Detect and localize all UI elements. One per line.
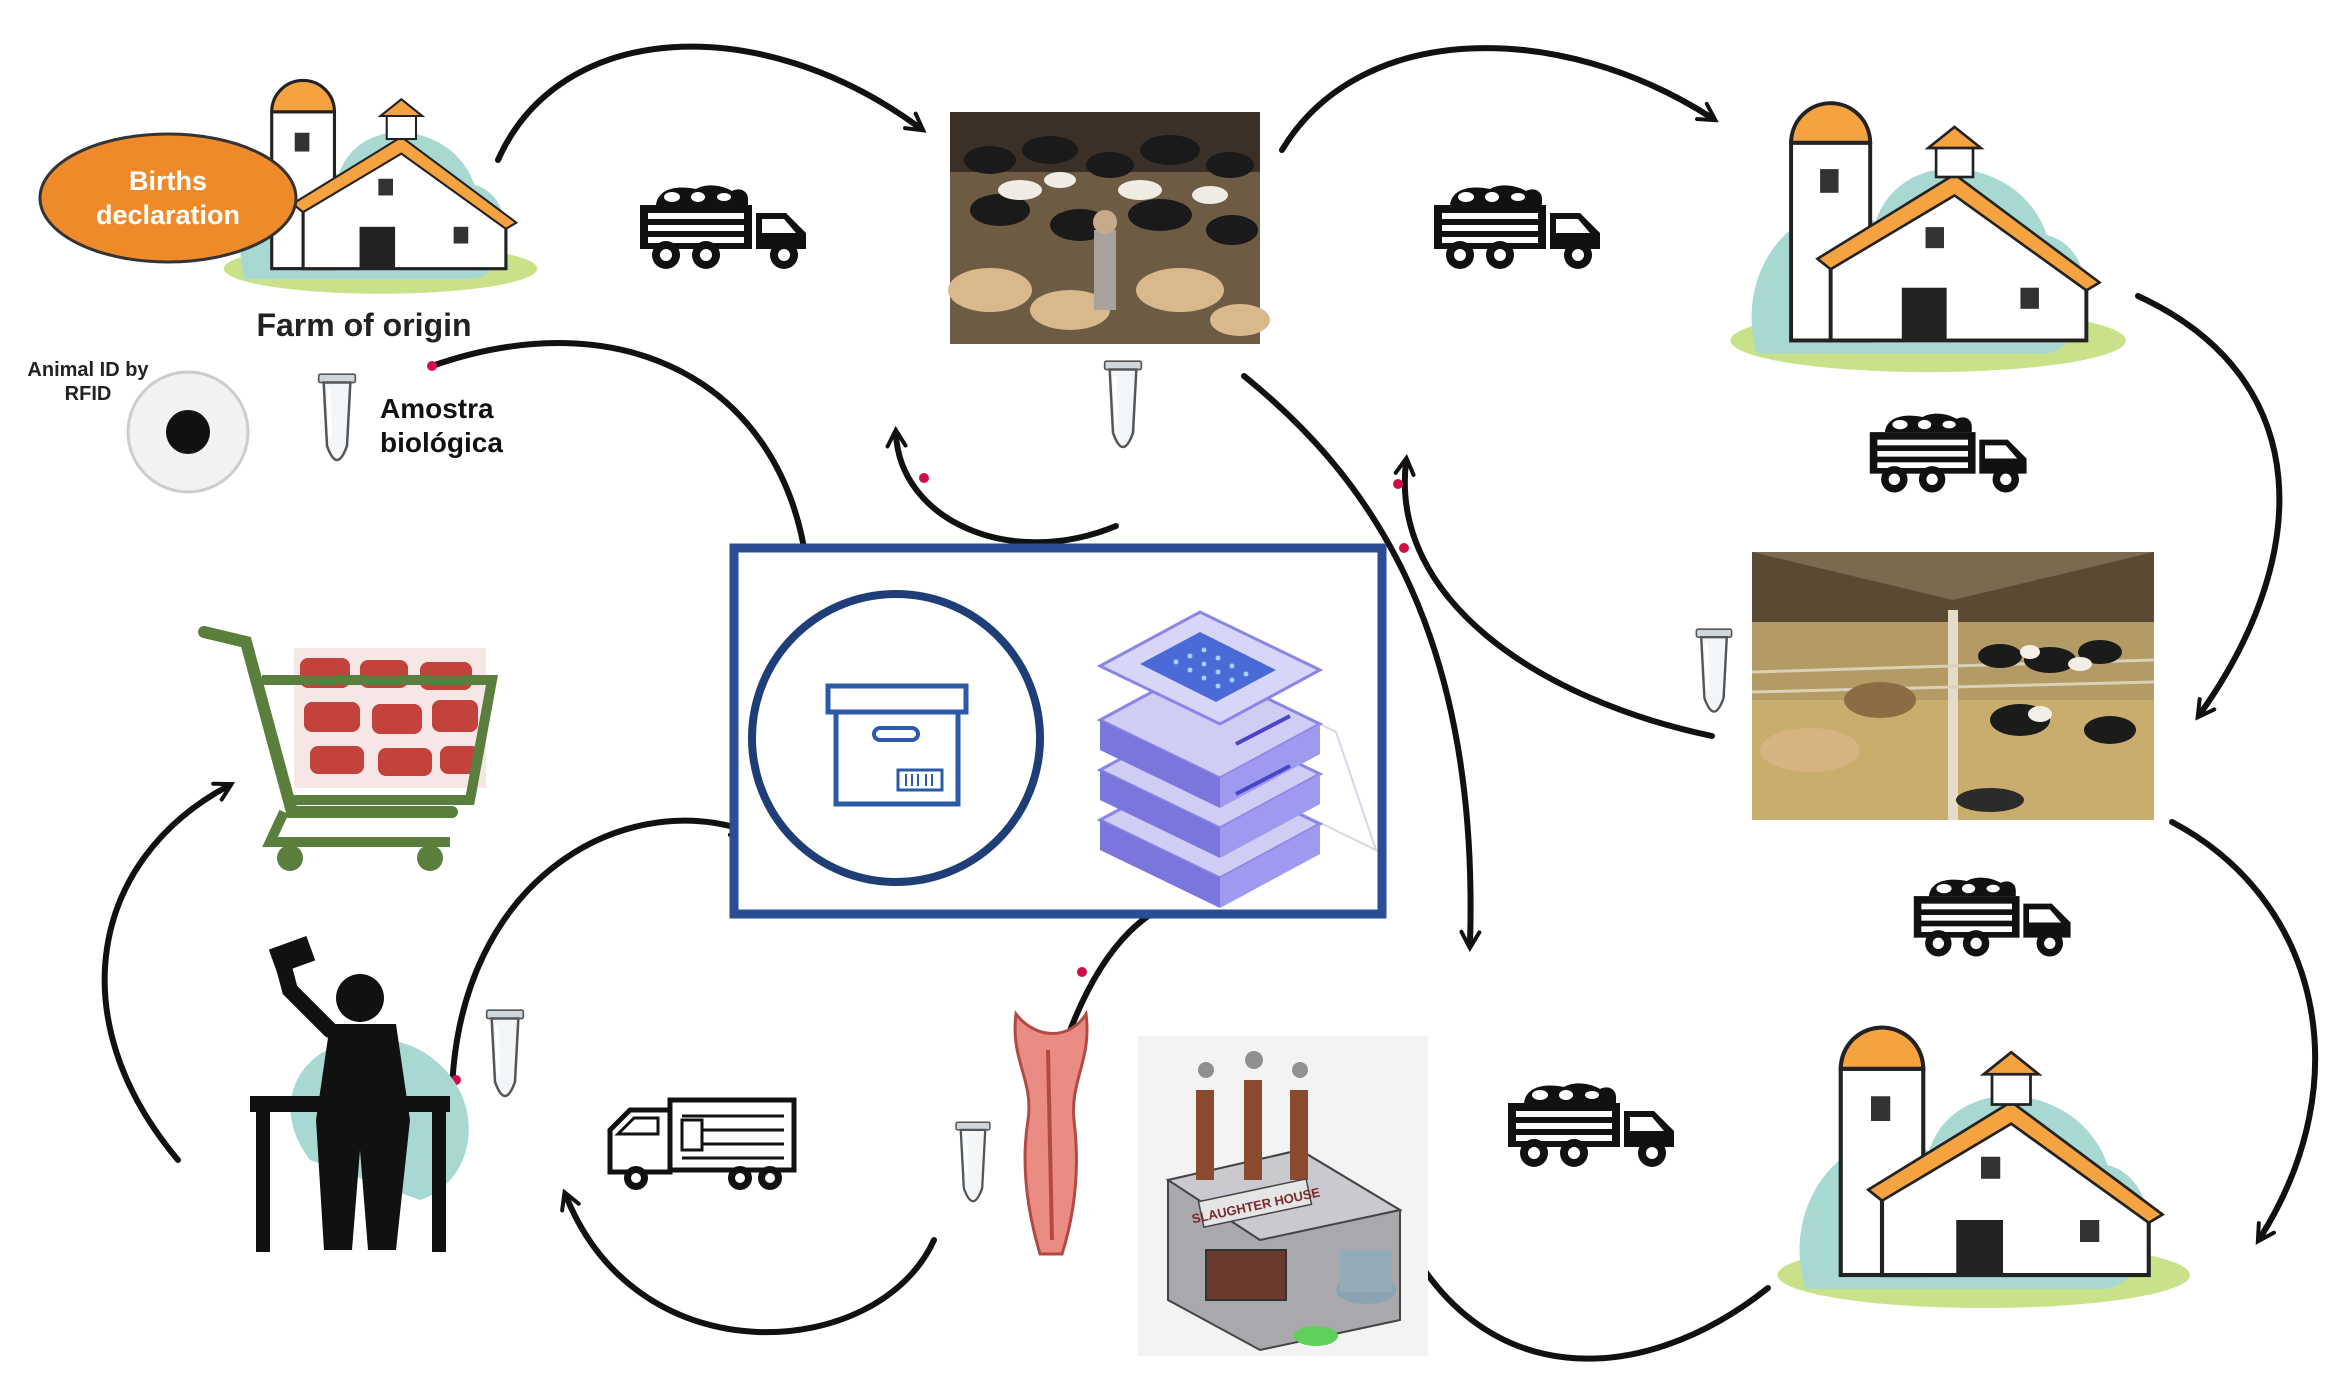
sample-legend-line1: Amostra xyxy=(380,393,494,424)
bubble-label-line2: declaration xyxy=(96,200,240,230)
butcher-icon xyxy=(250,935,469,1252)
arrow-farm-to-market xyxy=(495,43,920,163)
sample-tube-icon xyxy=(484,1008,526,1098)
sample-tube-icon xyxy=(316,372,358,462)
sample-legend-line2: biológica xyxy=(380,427,503,458)
rfid-tag: Animal ID by RFID xyxy=(27,359,250,494)
arrow-market-to-farm2 xyxy=(1279,45,1712,153)
bubble-label-line1: Births xyxy=(129,166,207,196)
arrow-market-to-feedlot-branch xyxy=(1241,373,1471,944)
arrow-farm3-to-slaughter xyxy=(1402,1232,1771,1362)
arrow-farm2-to-feedlot xyxy=(2135,293,2283,714)
cattle-truck-icon xyxy=(640,185,806,269)
cattle-truck-icon xyxy=(1869,413,2027,493)
rfid-label-line1: Animal ID by xyxy=(27,359,149,381)
arrow-feedlot-to-farm3 xyxy=(2169,819,2319,1238)
archive-box-icon xyxy=(748,590,1044,886)
arrow-farm-sample-to-db xyxy=(429,340,806,560)
livestock-market-photo xyxy=(948,112,1270,344)
shopping-cart-icon xyxy=(198,626,498,871)
cattle-truck-icon xyxy=(1508,1083,1674,1167)
sample-tube-icon xyxy=(954,1120,992,1204)
feedlot-barn-photo xyxy=(1751,552,2155,820)
births-declaration-bubble xyxy=(38,132,298,264)
slaughterhouse: SLAUGHTER HOUSE xyxy=(1138,1036,1428,1356)
arrow-feedlot-to-db xyxy=(1405,462,1715,739)
cattle-truck-icon xyxy=(1434,185,1600,269)
carcass xyxy=(1013,1009,1089,1256)
server-stack-icon xyxy=(1096,610,1378,908)
arrow-butcher-to-cart xyxy=(101,786,228,1163)
farm-origin-caption: Farm of origin xyxy=(256,307,471,343)
cattle-truck-icon xyxy=(1913,877,2071,957)
farm-3 xyxy=(1778,1028,2191,1309)
sample-tube-icon xyxy=(1102,359,1144,449)
sample-tube-icon xyxy=(1694,627,1734,714)
farm-2 xyxy=(1730,103,2125,372)
arrow-carcass-to-butcher xyxy=(566,1196,937,1335)
arrow-butcher-to-db xyxy=(449,821,744,1093)
arrow-db-to-market xyxy=(896,434,1119,546)
farm-of-origin: Births declaration Farm of origin xyxy=(38,78,539,343)
rfid-label-line2: RFID xyxy=(65,383,112,405)
delivery-truck-icon xyxy=(610,1100,794,1190)
central-database xyxy=(729,543,1387,919)
